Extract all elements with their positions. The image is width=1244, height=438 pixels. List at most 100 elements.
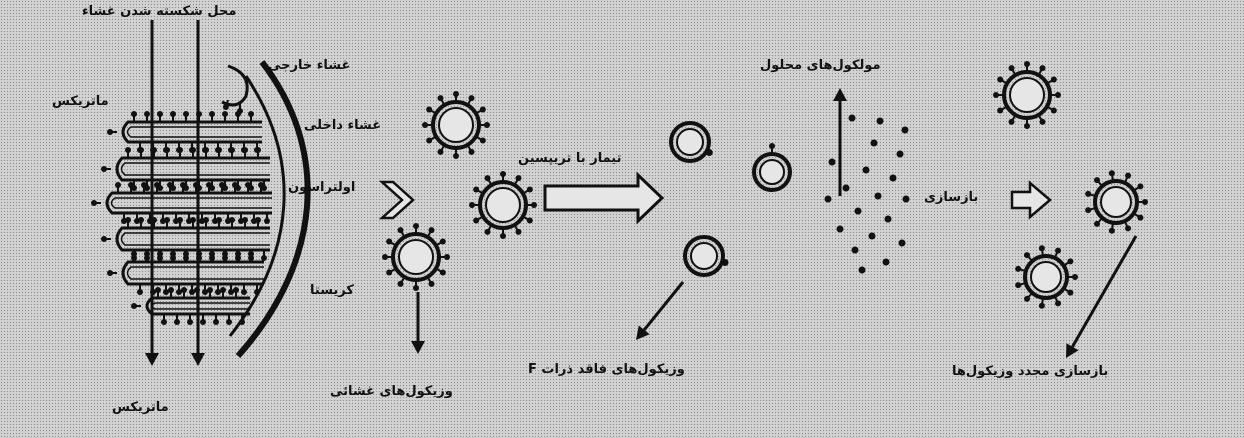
soluble-particle-dot [825, 196, 832, 203]
particle-head [190, 217, 196, 223]
particle-head [440, 270, 446, 276]
particle-head [386, 239, 392, 245]
particle-head [1125, 173, 1131, 179]
particle-head [138, 147, 144, 153]
particle-head [235, 111, 241, 117]
particle-head [993, 92, 999, 98]
particle-head [453, 91, 459, 97]
label-reconstitution: بازسازی [924, 190, 978, 206]
vesicle-inner-ring [1101, 187, 1131, 217]
particle-head [1072, 274, 1078, 280]
label-membrane-vesicles: وزیکول‌های غشائی [330, 384, 453, 400]
crista-outer-line [123, 262, 264, 284]
soluble-particle-dot [875, 193, 882, 200]
particle-head [1085, 207, 1091, 213]
vesicle-inner-ring [486, 188, 520, 222]
reconstituted-vesicle [1085, 170, 1148, 233]
arrow-shaft [644, 282, 683, 330]
particle-head [1055, 248, 1061, 254]
particle-head [157, 111, 163, 117]
label-vesicle-reconstitution: بازسازی مجدد وزیکول‌ها [952, 364, 1108, 380]
particle-head [484, 122, 490, 128]
particle-head [115, 182, 121, 188]
particle-head [190, 147, 196, 153]
particle-head [181, 287, 187, 293]
particle-head [177, 217, 183, 223]
particle-head [1085, 191, 1091, 197]
particle-head [1009, 119, 1015, 125]
particle-head [174, 319, 180, 325]
crista-inner-line [122, 233, 271, 245]
reconstitution-arrow [1012, 183, 1050, 217]
crista-outer-line [107, 193, 272, 213]
particle-head [1109, 170, 1115, 176]
particle-head [516, 175, 522, 181]
particle-head [1015, 282, 1021, 288]
particle-head [248, 251, 254, 257]
particle-head [242, 217, 248, 223]
soluble-particle-dot [903, 196, 910, 203]
reconstituted-vesicle [1015, 245, 1078, 308]
particle-head [154, 182, 160, 188]
particle-head [422, 122, 428, 128]
particle-head [500, 233, 506, 239]
particle-head [469, 95, 475, 101]
particle-head [223, 104, 229, 110]
soluble-particle-dot [843, 185, 850, 192]
particle-head [413, 223, 419, 229]
particle-head [1109, 228, 1115, 234]
label-trypsin-treatment: تیمار با تریپسین [518, 151, 621, 167]
particle-head [144, 251, 150, 257]
soluble-particle-dot [837, 226, 844, 233]
particle-head [161, 319, 167, 325]
particle-head [398, 227, 404, 233]
particle-head [200, 319, 206, 325]
particle-head [398, 281, 404, 287]
ultrasound-arrow [382, 182, 413, 218]
particle-head [213, 319, 219, 325]
crista-inner-line [112, 198, 273, 208]
particle-head [144, 111, 150, 117]
remaining-particle [706, 149, 713, 156]
arrow-to-membrane-vesicles [411, 292, 425, 354]
particle-head [382, 254, 388, 260]
particle-head [429, 281, 435, 287]
arrow-head [191, 353, 205, 366]
soluble-particle-dot [852, 247, 859, 254]
particle-head [426, 107, 432, 113]
particle-head [107, 129, 113, 135]
particle-head [157, 251, 163, 257]
vesicle-inner-ring [760, 160, 784, 184]
vesicle-inner-ring [1010, 78, 1044, 112]
particle-head [997, 77, 1003, 83]
soluble-particle-dot [883, 259, 890, 266]
soluble-particle-dot [849, 115, 856, 122]
crista-outer-line [123, 122, 262, 142]
particle-head [170, 251, 176, 257]
soluble-particle-dot [877, 118, 884, 125]
particle-head [239, 319, 245, 325]
label-ultrasound: اولتراسون [288, 180, 355, 196]
particle-head [229, 147, 235, 153]
particle-head [473, 187, 479, 193]
arrow-to-vesicles-without-f [636, 282, 683, 340]
particle-head [164, 147, 170, 153]
particle-head [426, 138, 432, 144]
soluble-particles [825, 115, 910, 274]
vesicle-single-particle [754, 143, 790, 190]
particle-head [248, 111, 254, 117]
particle-head [469, 149, 475, 155]
curl-line [222, 66, 247, 105]
particle-head [1094, 177, 1100, 183]
particle-head [168, 287, 174, 293]
particle-head [226, 319, 232, 325]
particle-head [1137, 183, 1143, 189]
crista-inner-line [128, 127, 263, 137]
crista-fold [107, 111, 262, 153]
vesicle-with-particles [422, 91, 490, 159]
label-membrane-break-site: محل شکسته شدن غشاء [82, 4, 236, 20]
vesicle-inner-ring [439, 108, 473, 142]
particle-head [209, 251, 215, 257]
particle-head [233, 287, 239, 293]
